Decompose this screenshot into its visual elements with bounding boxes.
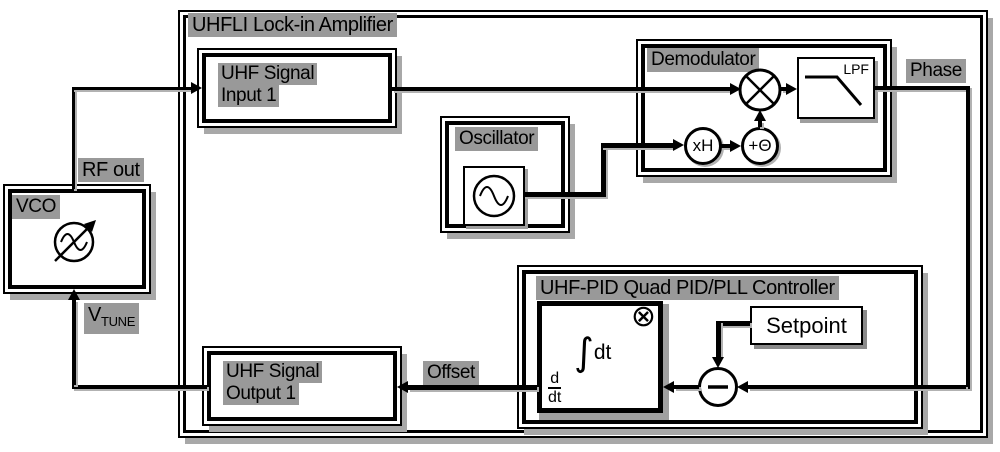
arrowhead-into-harmonic [673, 139, 684, 151]
arrowhead-into-lpf [786, 83, 797, 95]
wire-phase-to-subtract [748, 385, 966, 389]
arrowhead-up-into-mixer [754, 110, 766, 121]
wire-rf-out-vertical [72, 90, 75, 189]
v-tune-label: VTUNE [84, 303, 140, 334]
arrowhead-into-vco [68, 289, 80, 300]
vco-label: VCO [12, 195, 60, 219]
arrowhead-into-phase-shift [730, 140, 741, 152]
offset-label: Offset [423, 361, 479, 385]
mixer-icon [738, 68, 782, 112]
pid-integrator-label: ∫dt [574, 330, 612, 374]
wire-phase-shift-to-mixer [758, 121, 762, 127]
phase-label: Phase [906, 59, 966, 83]
wire-input-to-mixer [392, 87, 730, 91]
arrowhead-into-output [397, 381, 408, 393]
wire-setpoint-down [716, 321, 721, 357]
phase-shift-node: +Θ [741, 127, 779, 165]
pid-derivative-label: d dt [548, 370, 562, 406]
arrowhead-into-mixer [730, 83, 741, 95]
uhf-signal-output-box: UHF Signal Output 1 [207, 351, 397, 421]
arrowhead-into-pid [663, 381, 674, 393]
arrowhead-into-subtract-right [737, 381, 748, 393]
uhf-signal-input-box: UHF Signal Input 1 [202, 53, 392, 123]
wire-output-to-vtune [72, 385, 207, 389]
wire-setpoint-horizontal [716, 321, 750, 326]
uhfli-title: UHFLI Lock-in Amplifier [188, 13, 397, 37]
uhf-signal-output-label: UHF Signal Output 1 [223, 361, 323, 405]
lpf-label: LPF [843, 61, 869, 77]
wire-osc-out [523, 192, 606, 197]
wire-subtract-to-pid [674, 385, 699, 389]
pid-controller-label: UHF-PID Quad PID/PLL Controller [536, 276, 839, 300]
oscillator-symbol-box [463, 166, 525, 226]
rf-out-label: RF out [78, 158, 144, 182]
sine-oscillator-icon [472, 174, 516, 218]
oscillator-label: Oscillator [455, 127, 539, 151]
wire-harmonic-to-phase-shift [720, 144, 730, 148]
uhf-signal-input-label: UHF Signal Input 1 [218, 63, 318, 107]
wire-offset [408, 385, 537, 390]
wire-osc-to-harmonic [601, 143, 673, 148]
pid-block: ⊗ ∫dt d dt [537, 301, 663, 413]
subtract-icon [698, 367, 738, 407]
lpf-icon [805, 75, 863, 106]
wire-mixer-to-lpf [781, 87, 787, 91]
vco-icon [53, 220, 96, 263]
wire-osc-riser [601, 143, 606, 197]
arrowhead-into-subtract-top [712, 357, 724, 368]
setpoint-box: Setpoint [750, 306, 863, 345]
arrowhead-into-input [191, 82, 202, 94]
wire-rf-out-horizontal [72, 87, 191, 90]
wire-phase-down [966, 86, 970, 389]
wire-vtune-up [72, 300, 76, 385]
pid-multiply-icon: ⊗ [630, 299, 656, 334]
wire-lpf-out [875, 86, 970, 90]
demodulator-label: Demodulator [647, 48, 760, 72]
harmonic-multiplier-node: xH [684, 127, 722, 165]
lpf-box: LPF [797, 57, 875, 119]
